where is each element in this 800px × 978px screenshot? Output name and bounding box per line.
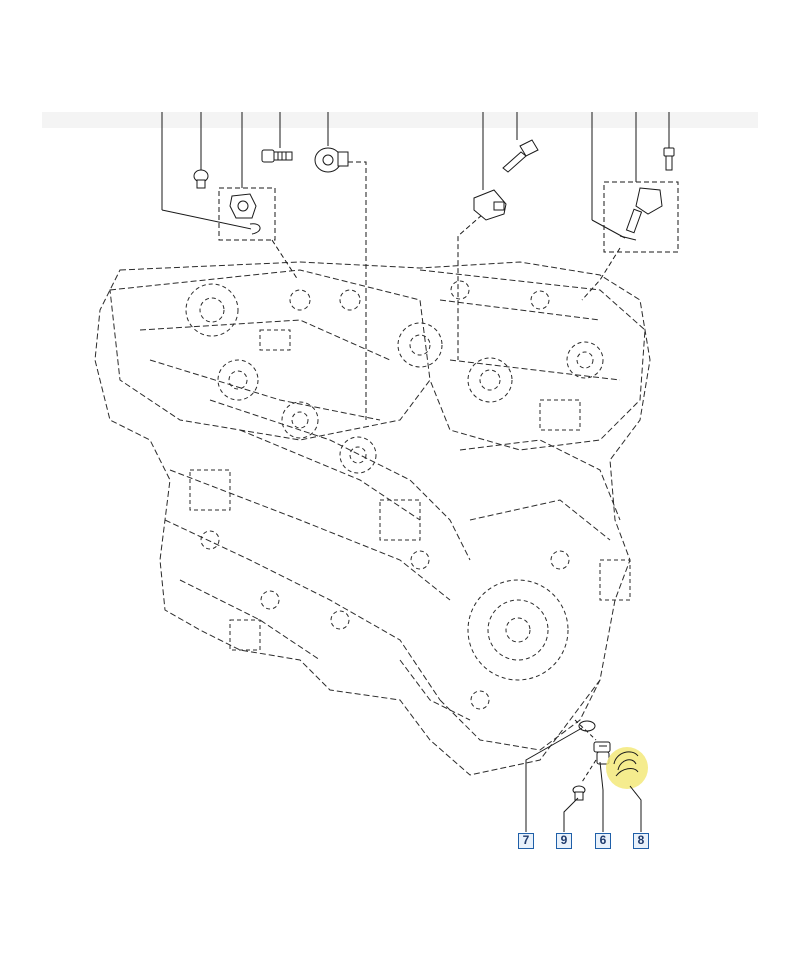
sensor-screw-left	[193, 169, 209, 189]
engine-details	[185, 280, 631, 710]
guide-dashes-bottom	[574, 719, 597, 783]
sensor-clip-left	[229, 193, 261, 235]
position-guides	[218, 161, 679, 420]
engine-block	[94, 261, 651, 776]
camshaft-sensor	[473, 189, 507, 221]
highlight-circle	[606, 747, 648, 789]
plug	[593, 741, 611, 765]
sensor-right	[619, 187, 663, 241]
bottom-parts	[572, 720, 611, 801]
knock-sensor	[314, 147, 349, 173]
callout-label-8[interactable]: 8	[633, 833, 649, 849]
leader-lines-bottom	[525, 727, 642, 832]
long-bolt	[502, 139, 539, 173]
header-band	[42, 112, 758, 128]
small-bolt-right	[663, 147, 675, 171]
leader-lines-top	[161, 112, 670, 239]
callout-label-7[interactable]: 7	[518, 833, 534, 849]
bolt-top	[261, 149, 293, 163]
callout-label-9[interactable]: 9	[556, 833, 572, 849]
small-screw	[572, 785, 586, 801]
callout-label-6[interactable]: 6	[595, 833, 611, 849]
bearing-shells	[613, 751, 639, 777]
